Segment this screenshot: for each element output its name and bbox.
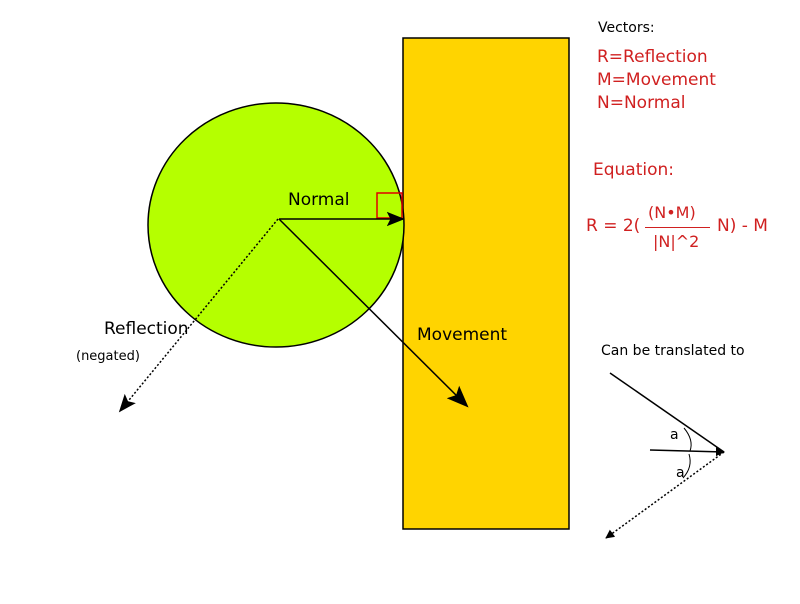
angle-a-top-label: a: [670, 427, 679, 443]
equation-fraction-bar: [645, 227, 710, 228]
equation-lhs: R = 2(: [586, 216, 641, 236]
angle-a-bottom-label: a: [676, 465, 685, 481]
reflection-label: Reflection: [104, 319, 189, 339]
can-be-translated-label: Can be translated to: [601, 343, 745, 359]
translated-reflection-vector: [605, 451, 725, 539]
ball: [147, 102, 405, 348]
angle-arc-top: [683, 427, 692, 452]
angle-arc-bottom: [682, 453, 691, 479]
normal-label: Normal: [288, 190, 350, 210]
legend-item-normal: N=Normal: [597, 93, 686, 113]
equation-rhs: N) - M: [717, 216, 768, 236]
translated-normal-vector: [649, 447, 725, 457]
movement-vector: [278, 218, 469, 408]
legend-title: Vectors:: [598, 20, 655, 36]
movement-label: Movement: [417, 325, 508, 345]
negated-label: (negated): [76, 349, 140, 364]
wall: [402, 37, 570, 530]
equation-denominator: |N|^2: [653, 232, 700, 251]
equation-title: Equation:: [593, 160, 675, 180]
legend-item-movement: M=Movement: [597, 70, 716, 90]
reflection-vector: [118, 218, 279, 413]
legend-item-reflection: R=Reflection: [597, 47, 708, 67]
translated-movement-vector: [609, 372, 725, 453]
equation-numerator: (N•M): [648, 203, 696, 222]
